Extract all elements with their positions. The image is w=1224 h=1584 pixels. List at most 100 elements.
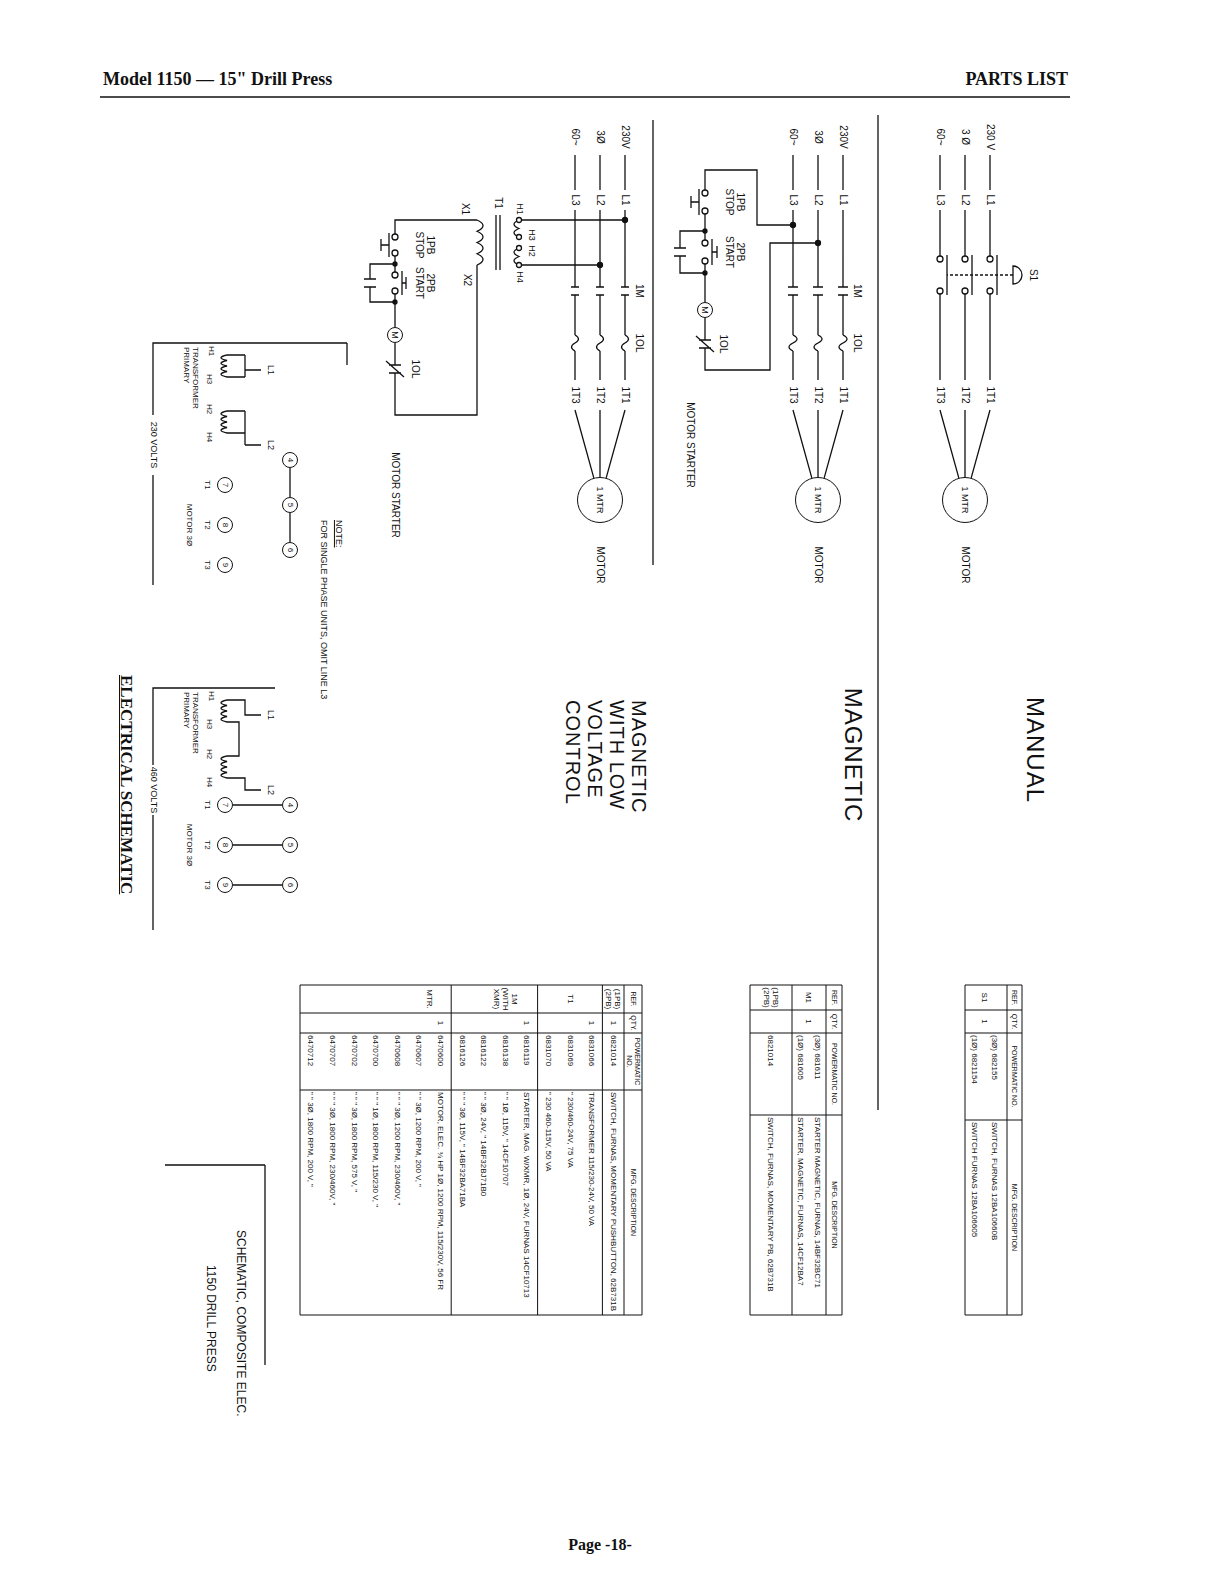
wire-label: 3Ø (813, 130, 824, 143)
table-cell: TRANSFORMER 115/230-24V, 50 VA (581, 1092, 603, 1313)
table-cell: SWITCH, FURNAS 12BA10660B (985, 1122, 1005, 1313)
table-cell: " " " 1Ø, 1800 RPM, 115/230 V, " (365, 1092, 387, 1313)
wire-label: X1 (460, 203, 471, 215)
section-title: MAGNETIC (840, 688, 866, 823)
table-cell: REF. (1007, 987, 1022, 1008)
table-cell: 1 (516, 1015, 538, 1031)
wire-label: T1 (203, 800, 212, 809)
transformer-230v-connection (227, 355, 261, 445)
wire-label: 230V (838, 125, 849, 148)
wire-label: L2 (813, 194, 824, 205)
wire-label: H3 (526, 229, 536, 241)
table-cell: (3Ø) 682155 (985, 1035, 1005, 1118)
table-cell: MFG. DESCRIPTION (624, 1092, 642, 1313)
terminal-circle-text: 9 (221, 563, 229, 567)
low-voltage-control-wires (364, 215, 628, 415)
wire-label: T1 (203, 480, 212, 489)
motor-circle-text: 1 MTR (961, 487, 970, 514)
wire-label: 1OL (634, 334, 645, 353)
wire-label: H4 (205, 777, 214, 787)
terminal-circle-text: 5 (286, 503, 294, 507)
terminal-circle-text: 9 (221, 883, 229, 887)
table-cell: STARTER, MAGNETIC, FURNAS, 14CF12BA7 (792, 1117, 809, 1313)
wire-label: MOTOR (960, 546, 971, 583)
low-voltage-control-wires (517, 235, 522, 240)
wire-label: 2PB START (414, 266, 436, 300)
wire-label: 1M (852, 284, 863, 298)
section-divider (653, 115, 878, 1110)
wire-label: 1OL (852, 334, 863, 353)
table-cell: 6470600 (430, 1035, 452, 1088)
terminal-circle: 7 (217, 797, 233, 813)
wire-label: T3 (203, 560, 212, 569)
table-cell: POWERMATIC NO. (624, 1035, 642, 1088)
jumper-wire (233, 884, 282, 885)
motor-circle-text: 1 MTR (814, 487, 823, 514)
wire-label: T2 (203, 840, 212, 849)
manual-power-wires (937, 256, 943, 262)
low-voltage-control-wires (623, 218, 628, 223)
table-cell: T1 (538, 987, 603, 1011)
magnetic-power-wires (788, 155, 848, 478)
transformer-230v-connection (153, 343, 347, 585)
wire-label: MOTOR STARTER (390, 452, 401, 538)
wire-label: 1T2 (960, 386, 971, 403)
wire-label: 1T2 (595, 386, 606, 403)
jumper-wire (289, 513, 290, 542)
wire-label: 1T1 (985, 386, 996, 403)
table-cell: 6821014 (750, 1035, 792, 1113)
magnetic-control-wires (674, 170, 821, 370)
table-cell: POWERMATIC NO. (1007, 1035, 1022, 1118)
table-cell: " " 3Ø, 24V, " 14BF32BJ71B0 (473, 1092, 495, 1313)
section-title: MAGNETIC WITH LOW VOLTAGE CONTROL (562, 700, 650, 822)
terminal-circle-text: 8 (221, 843, 229, 847)
wire-label: L2 (595, 194, 606, 205)
manual-power-wires (940, 155, 990, 478)
wire-label: MOTOR 3Ø (185, 504, 194, 547)
table-cell: 6470608 (386, 1035, 408, 1088)
transformer-460v-connection (153, 688, 275, 930)
wire-label: H3 (205, 374, 214, 384)
title-block-text: SCHEMATIC, COMPOSITE ELEC. (233, 1230, 246, 1416)
table-cell: " " " 3Ø, 1800 RPM, 575 V, " (343, 1092, 365, 1313)
wire-label: H2 (205, 749, 214, 759)
terminal-circle: 9 (217, 877, 233, 893)
low-voltage-control-wires (392, 250, 398, 256)
manual-power-wires (937, 288, 943, 294)
magnetic-control-wires (705, 170, 818, 370)
table-cell: M1 (792, 987, 826, 1008)
coil-circle: M (387, 327, 403, 343)
table-cell: (1Ø) 681605 (792, 1035, 809, 1113)
wire-label: H2 (205, 404, 214, 414)
low-voltage-control-wires (517, 246, 522, 251)
schematic-title: ELECTRICAL SCHEMATIC (116, 675, 135, 894)
jumper-wire (233, 804, 282, 805)
wire-label: T1 (493, 197, 504, 209)
wire-label: L2 (960, 194, 971, 205)
low-voltage-control-wires (364, 264, 395, 302)
table-cell: 1 (581, 1015, 603, 1031)
wire-label: MOTOR STARTER (685, 402, 696, 488)
terminal-circle: 5 (282, 497, 298, 513)
wire-label: H1 (207, 346, 216, 356)
motor-circle: 1 MTR (942, 477, 988, 523)
low-voltage-power-wires (572, 335, 629, 351)
section-divider (653, 115, 878, 1110)
low-voltage-control-wires (393, 300, 397, 304)
magnetic-control-wires (703, 271, 707, 275)
table-cell: 1 (792, 1012, 826, 1031)
wire-label: MOTOR 3Ø (185, 824, 194, 867)
note: NOTE: (333, 520, 343, 548)
note: FOR SINGLE PHASE UNITS, OMIT LINE L3 (318, 520, 328, 699)
table-cell: 6831070 (538, 1035, 560, 1088)
table-cell: POWERMATIC NO. (826, 1035, 842, 1113)
wire-label: 1T3 (935, 386, 946, 403)
manual-power-wires (937, 155, 1022, 478)
terminal-circle-text: 8 (221, 523, 229, 527)
terminal-circle: 8 (217, 837, 233, 853)
parts-table-grid (750, 985, 842, 1315)
low-voltage-power-wires (571, 287, 629, 295)
parts-table-grid (965, 985, 1022, 1315)
manual-power-wires (987, 256, 993, 262)
manual-power-wires (987, 288, 993, 294)
